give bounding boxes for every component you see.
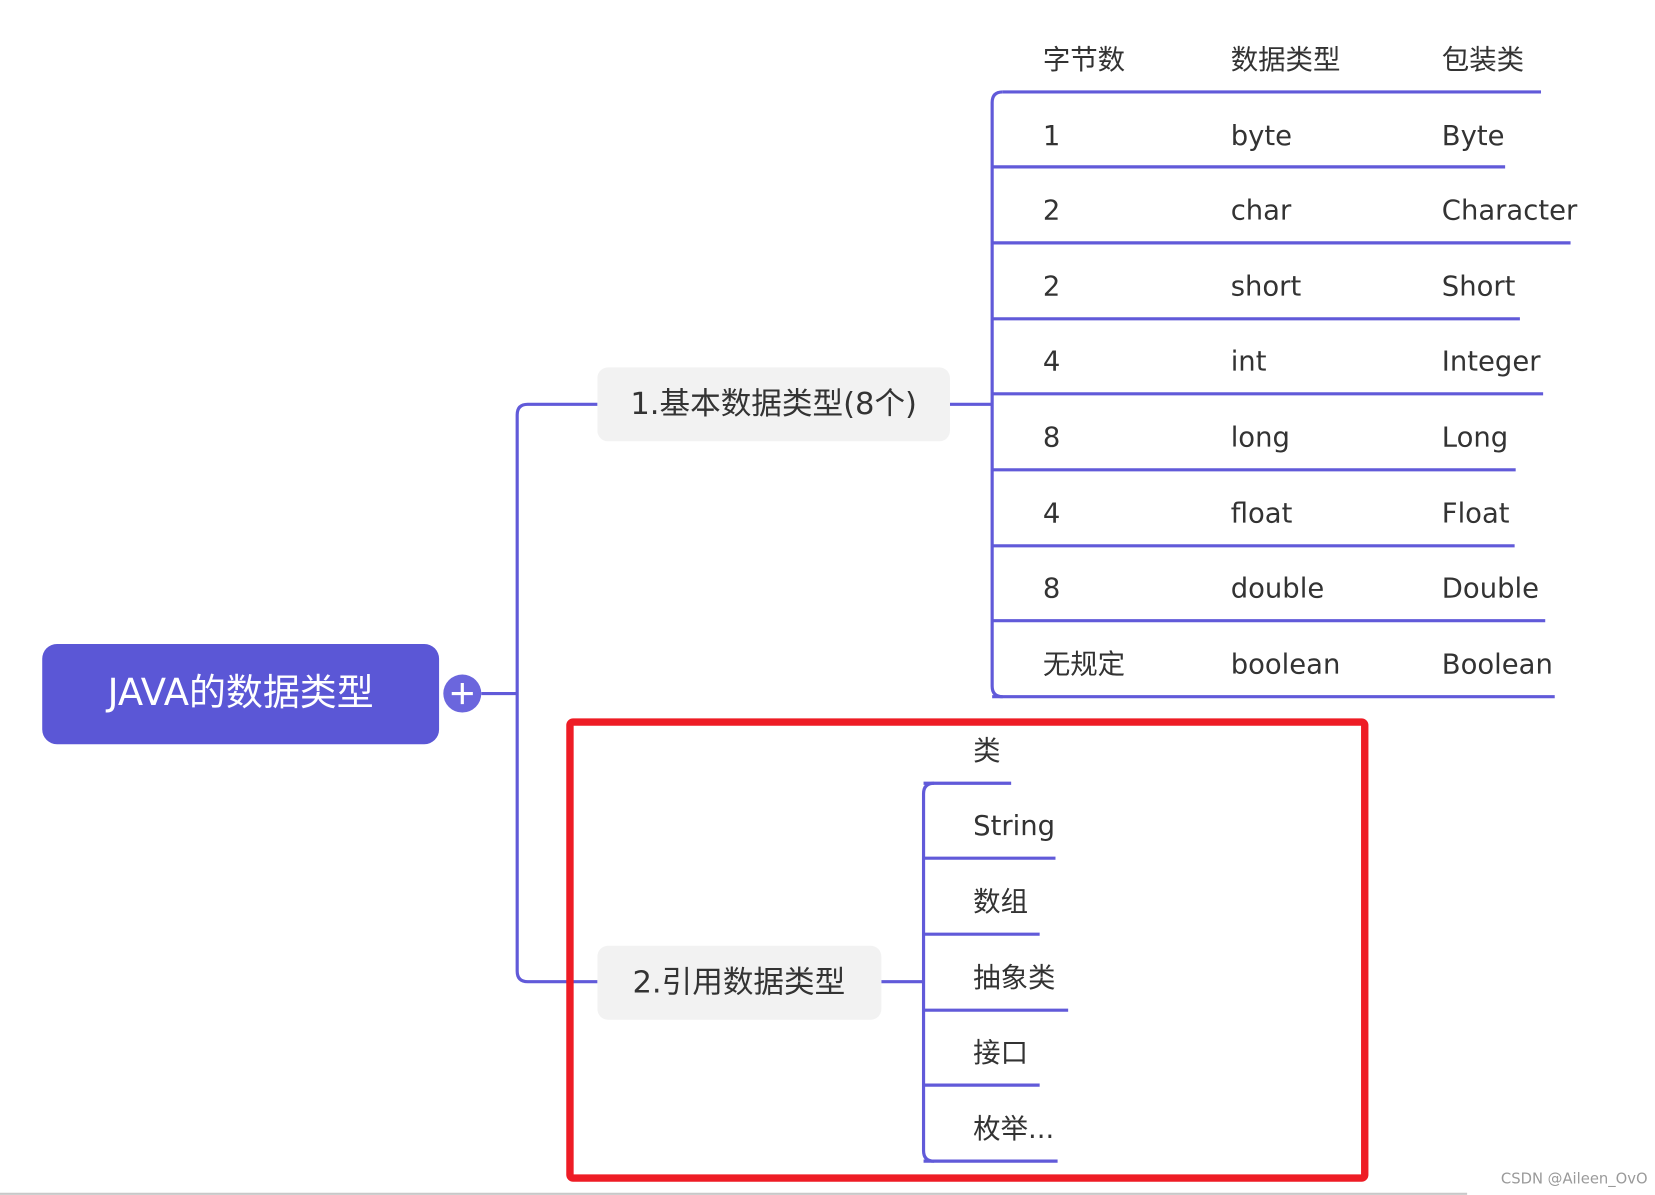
primitive-types-node[interactable]: 1.基本数据类型(8个) xyxy=(597,367,950,442)
reference-spine xyxy=(921,781,935,1163)
table-cell: 1 xyxy=(1043,121,1060,152)
table-cell: 4 xyxy=(1043,499,1060,530)
table-row: 8 double Double xyxy=(992,574,1546,623)
table-cell: Float xyxy=(1442,499,1510,530)
expand-plus-icon[interactable] xyxy=(443,674,482,713)
root-node[interactable]: JAVA的数据类型 xyxy=(42,643,440,745)
root-connector xyxy=(481,402,598,984)
watermark: CSDN @Aileen_OvO xyxy=(1501,1170,1648,1187)
reference-types-label: 2.引用数据类型 xyxy=(632,965,845,1000)
reference-item[interactable]: 枚举... xyxy=(923,1114,1058,1163)
table-cell: int xyxy=(1231,347,1267,378)
reference-item[interactable]: 抽象类 xyxy=(923,963,1069,1012)
reference-item-label: String xyxy=(973,811,1055,842)
table-cell: boolean xyxy=(1231,650,1341,681)
table-cell: byte xyxy=(1231,121,1292,152)
table-cell: 字节数 xyxy=(1043,45,1125,76)
table-cell: float xyxy=(1231,499,1293,530)
reference-item[interactable]: 类 xyxy=(923,736,1012,785)
table-cell: Boolean xyxy=(1442,650,1553,681)
reference-item-label: 数组 xyxy=(973,887,1028,918)
table-cell: 数据类型 xyxy=(1231,45,1341,76)
reference-item-label: 抽象类 xyxy=(973,963,1055,994)
reference-item[interactable]: 接口 xyxy=(923,1038,1040,1087)
reference-types-node[interactable]: 2.引用数据类型 xyxy=(597,945,882,1020)
table-cell: short xyxy=(1231,272,1302,303)
table-cell: Short xyxy=(1442,272,1516,303)
table-cell: 4 xyxy=(1043,347,1060,378)
table-cell: char xyxy=(1231,196,1292,227)
table-cell: 8 xyxy=(1043,423,1060,454)
reference-item-label: 接口 xyxy=(973,1038,1028,1069)
table-cell: Long xyxy=(1442,423,1508,454)
table-row: 1 byte Byte xyxy=(992,121,1506,169)
table-cell: Double xyxy=(1442,574,1539,605)
table-row: 无规定 boolean Boolean xyxy=(992,650,1555,699)
table-row: 8 long Long xyxy=(992,423,1516,472)
root-node-label: JAVA的数据类型 xyxy=(106,671,374,714)
table-row: 4 int Integer xyxy=(992,347,1544,396)
reference-item[interactable]: 数组 xyxy=(923,887,1040,936)
table-row: 4 float Float xyxy=(992,499,1515,548)
table-cell: Character xyxy=(1442,196,1578,227)
reference-item-label: 枚举... xyxy=(973,1114,1054,1145)
reference-item[interactable]: String xyxy=(923,811,1056,860)
table-cell: Integer xyxy=(1442,347,1541,378)
primitive-types-label: 1.基本数据类型(8个) xyxy=(630,387,917,422)
table-header: 字节数 数据类型 包装类 xyxy=(1002,45,1542,94)
table-cell: double xyxy=(1231,574,1325,605)
table-cell: 2 xyxy=(1043,272,1060,303)
table-row: 2 char Character xyxy=(992,196,1578,245)
table-cell: 2 xyxy=(1043,196,1060,227)
reference-item-label: 类 xyxy=(973,736,1000,767)
table-row: 2 short Short xyxy=(992,272,1520,321)
table-cell: 无规定 xyxy=(1043,650,1125,681)
highlight-box xyxy=(566,718,1369,1182)
table-cell: 包装类 xyxy=(1442,45,1524,76)
table-cell: Byte xyxy=(1442,121,1505,152)
table-cell: 8 xyxy=(1043,574,1060,605)
table-cell: long xyxy=(1231,423,1290,454)
